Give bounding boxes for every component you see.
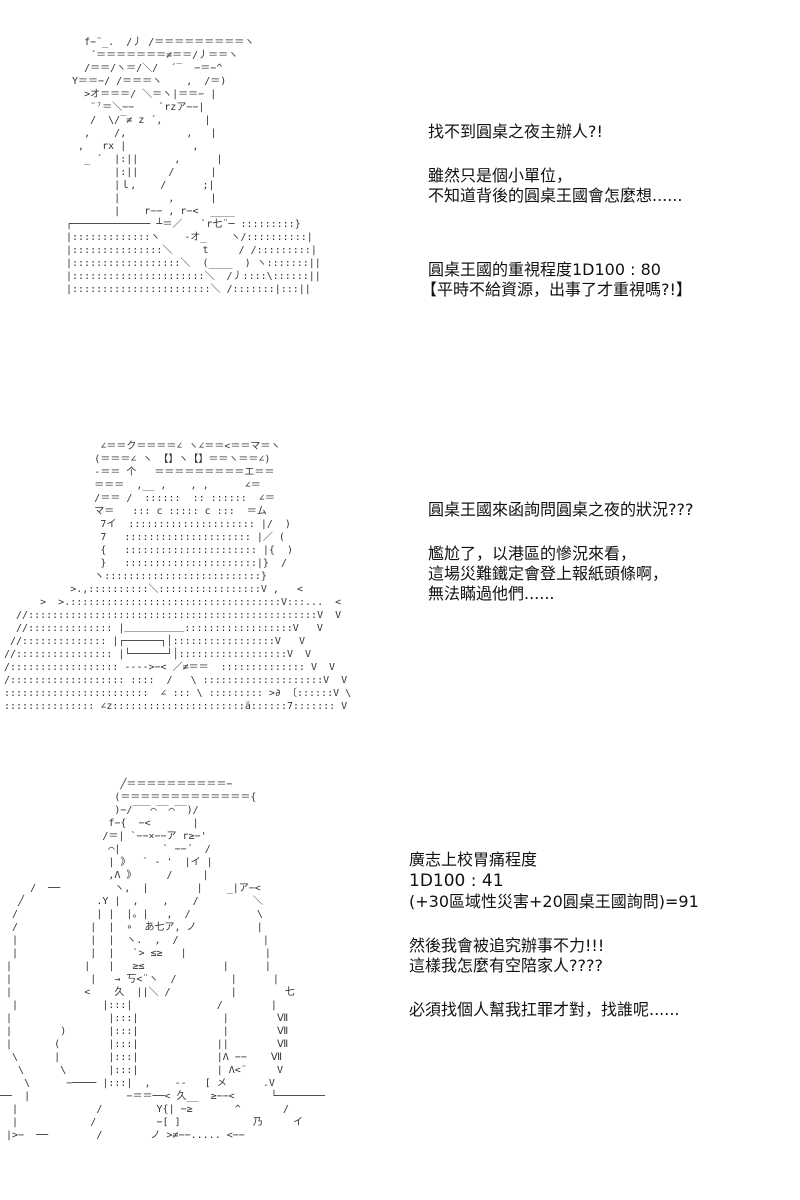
caption-line: 必須找個人幫我扛罪才對，找誰呢...... xyxy=(409,1000,680,1019)
panel-1-caption: 找不到圓桌之夜主辦人?! 雖然只是個小單位， 不知道背後的圓桌王國會怎麼想...… xyxy=(428,122,683,206)
caption-line: 無法瞞過他們...... xyxy=(428,584,555,603)
caption-line: 這樣我怎麼有空陪家人???? xyxy=(409,956,603,975)
caption-line: 圓桌王國來函詢問圓桌之夜的狀況??? xyxy=(428,500,694,519)
caption-line: (+30區域性災害+20圓桌王國詢問)=91 xyxy=(409,892,699,911)
caption-line: 廣志上校胃痛程度 xyxy=(409,850,538,869)
caption-line: 尷尬了，以港區的慘況來看， xyxy=(428,544,637,563)
panel-2-caption: 圓桌王國來函詢問圓桌之夜的狀況??? 尷尬了，以港區的慘況來看， 這場災難鐵定會… xyxy=(428,500,693,604)
caption-line: 【平時不給資源，出事了才重視嗎?!】 xyxy=(421,280,692,299)
panel-3-caption: 廣志上校胃痛程度 1D100 : 41 (+30區域性災害+20圓桌王國詢問)=… xyxy=(409,850,699,1020)
caption-gap xyxy=(409,912,699,936)
caption-gap xyxy=(428,520,693,544)
caption-line: 不知道背後的圓桌王國會怎麼想...... xyxy=(428,186,683,205)
caption-gap xyxy=(409,976,699,1000)
caption-line: 雖然只是個小單位， xyxy=(428,166,573,185)
caption-gap xyxy=(428,142,683,166)
panel-1-dice-caption: 圓桌王國的重視程度1D100 : 80 【平時不給資源，出事了才重視嗎?!】 xyxy=(421,260,692,300)
caption-line: 圓桌王國的重視程度1D100 : 80 xyxy=(428,260,661,279)
caption-line: 然後我會被追究辦事不力!!! xyxy=(409,936,605,955)
ascii-art-panel-3: ╱＝＝＝＝＝＝＝＝＝＝− (＝＝＝＝＝＝＝＝＝＝＝＝＝{ )−/‾‾‾⌒‾‾⌒‾… xyxy=(0,779,326,1141)
caption-line: 找不到圓桌之夜主辦人?! xyxy=(428,122,603,141)
ascii-art-panel-1: f−¨_. /⼃ /＝＝＝＝＝＝＝＝＝ヽ ´＝＝＝＝＝＝＝≠＝＝/⼃＝＝ヽ /＝… xyxy=(66,37,321,295)
ascii-art-panel-2: ∠＝＝ク＝＝＝＝∠ ヽ∠＝＝<＝＝マ＝ヽ (＝＝＝∠ ヽ 【】ヽ【】＝＝ヽ＝＝∠… xyxy=(4,441,352,712)
caption-line: 這場災難鐵定會登上報紙頭條啊， xyxy=(428,564,669,583)
caption-line: 1D100 : 41 xyxy=(409,871,504,891)
